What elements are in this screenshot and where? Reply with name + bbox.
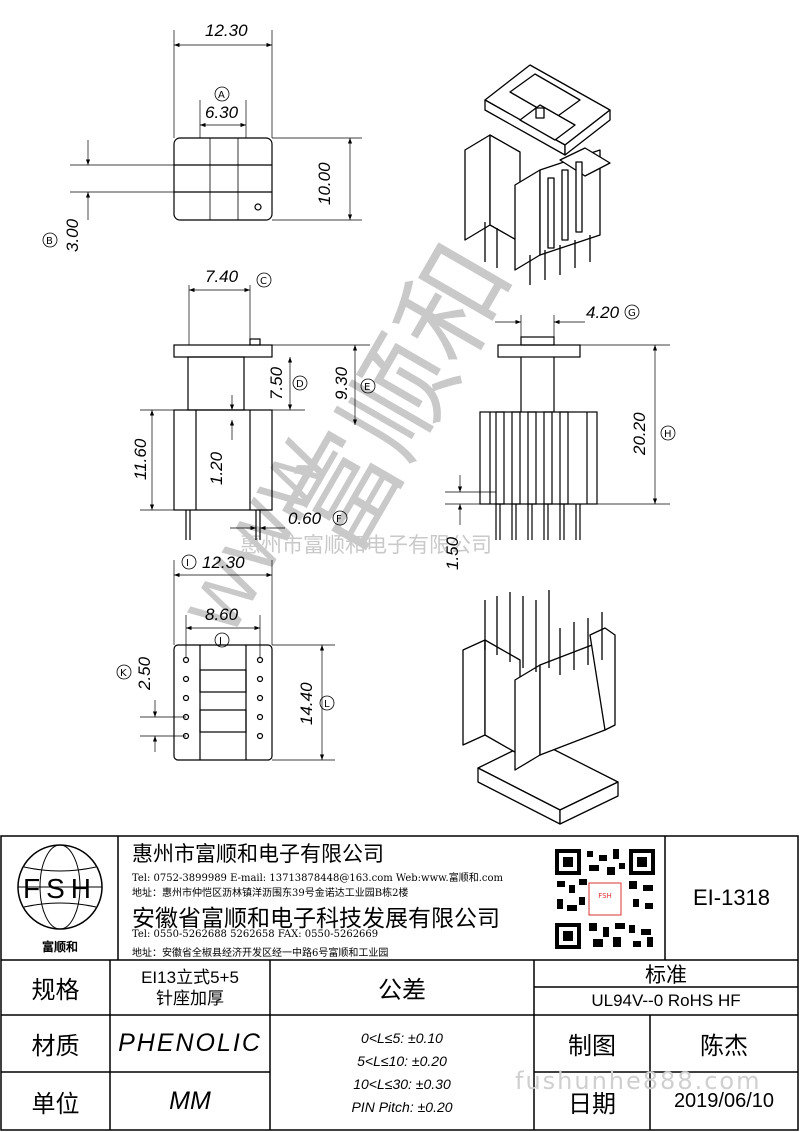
isometric-view-top (464, 64, 611, 285)
dim-left-height: 11.60 (131, 438, 150, 480)
tolerance-4: PIN Pitch: ±0.20 (351, 1099, 453, 1115)
drawn-label: 制图 (568, 1032, 616, 1060)
company-2-contact: Tel: 0550-5262688 5262658 FAX: 0550-5262… (132, 929, 379, 940)
mark-d: D (296, 379, 304, 390)
dim-a-width: 6.30 (205, 103, 239, 122)
dim-c-width: 7.40 (205, 267, 239, 286)
dim-l-height: 14.40 (297, 682, 316, 725)
front-view (140, 285, 370, 540)
dim-pin-tip: 1.50 (443, 536, 462, 570)
unit-value: MM (169, 1086, 211, 1115)
tolerance-label: 公差 (378, 976, 426, 1004)
tolerance-3: 10<L≤30: ±0.30 (353, 1076, 451, 1092)
title-block: FSH 富顺和 惠州市富顺和电子有限公司 Tel: 0752-3899989 E… (0, 835, 800, 1132)
logo-text: FSH (23, 873, 97, 904)
spec-label: 规格 (31, 976, 80, 1004)
dim-top-width: 12.30 (205, 21, 248, 40)
technical-drawing: 富顺和 WWW 惠州市富顺和电子有限公司 12.30 A 6.30 10.00 … (42, 21, 676, 825)
watermark: 富顺和 WWW 惠州市富顺和电子有限公司 (174, 223, 538, 648)
mark-b: B (46, 236, 53, 247)
spec-value: EI13立式5+5 针座加厚 (110, 960, 270, 1015)
dim-pin-length: 1.20 (207, 451, 226, 485)
mark-a: A (218, 90, 225, 101)
unit-label: 单位 (31, 1089, 80, 1118)
isometric-view-bottom (462, 590, 619, 825)
mark-j: J (218, 636, 222, 647)
watermark-company: 惠州市富顺和电子有限公司 (240, 533, 492, 557)
mark-k: K (120, 668, 127, 679)
dim-pin-diameter: 0.60 (288, 509, 322, 528)
dim-k-pitch: 2.50 (135, 656, 154, 691)
company-1-contact: Tel: 0752-3899989 E-mail: 13713878448@16… (132, 873, 503, 884)
date-value: 2019/06/10 (673, 1089, 775, 1112)
dim-d-height: 7.50 (267, 366, 286, 400)
dim-j-width: 8.60 (205, 605, 239, 624)
mark-e: E (364, 382, 370, 393)
spec-value-line1: EI13立式5+5 (141, 967, 239, 987)
dim-b-height: 3.00 (63, 218, 82, 252)
mark-h: H (664, 429, 672, 440)
company-name-2: 安徽省富顺和电子科技发展有限公司 (132, 906, 500, 932)
tolerance-2: 5<L≤10: ±0.20 (357, 1053, 447, 1069)
company-2-address: 地址：安徽省全椒县经济开发区经一中路6号富顺和工业园 (132, 948, 389, 959)
mark-l: L (324, 699, 330, 710)
mark-i: I (186, 558, 189, 569)
drawn-value: 陈杰 (700, 1032, 748, 1060)
dim-e-height: 9.30 (332, 366, 351, 400)
logo-caption: 富顺和 (41, 940, 78, 954)
watermark-url: fushunhe888.com (515, 1067, 762, 1095)
mark-c: C (260, 276, 267, 287)
material-value: PHENOLIC (118, 1029, 262, 1057)
dim-i-width: 12.30 (202, 553, 245, 572)
company-1-address: 地址：惠州市仲恺区沥林镇洋沥围东39号金诺达工业园B栋2楼 (132, 888, 409, 899)
dim-top-height: 10.00 (315, 162, 334, 205)
part-number: EI-1318 (692, 885, 771, 910)
title-block-grid (0, 835, 799, 1131)
company-name-1: 惠州市富顺和电子有限公司 (132, 842, 384, 866)
company-logo (17, 844, 103, 930)
dim-h-height: 20.20 (630, 412, 649, 456)
date-label: 日期 (568, 1089, 616, 1118)
mark-g: G (628, 308, 636, 319)
qr-code: FSH (553, 847, 657, 951)
mark-f: F (336, 514, 342, 525)
spec-value-line2: 针座加厚 (156, 988, 224, 1008)
standard-value: UL94V--0 RoHS HF (591, 991, 741, 1010)
bottom-view (140, 560, 335, 761)
dim-g-width: 4.20 (586, 303, 620, 322)
material-label: 材质 (31, 1032, 80, 1060)
qr-label: FSH (598, 892, 612, 900)
side-view (445, 315, 670, 540)
standard-label: 标准 (645, 962, 687, 987)
top-view (70, 30, 362, 221)
tolerance-1: 0<L≤5: ±0.10 (361, 1030, 443, 1046)
